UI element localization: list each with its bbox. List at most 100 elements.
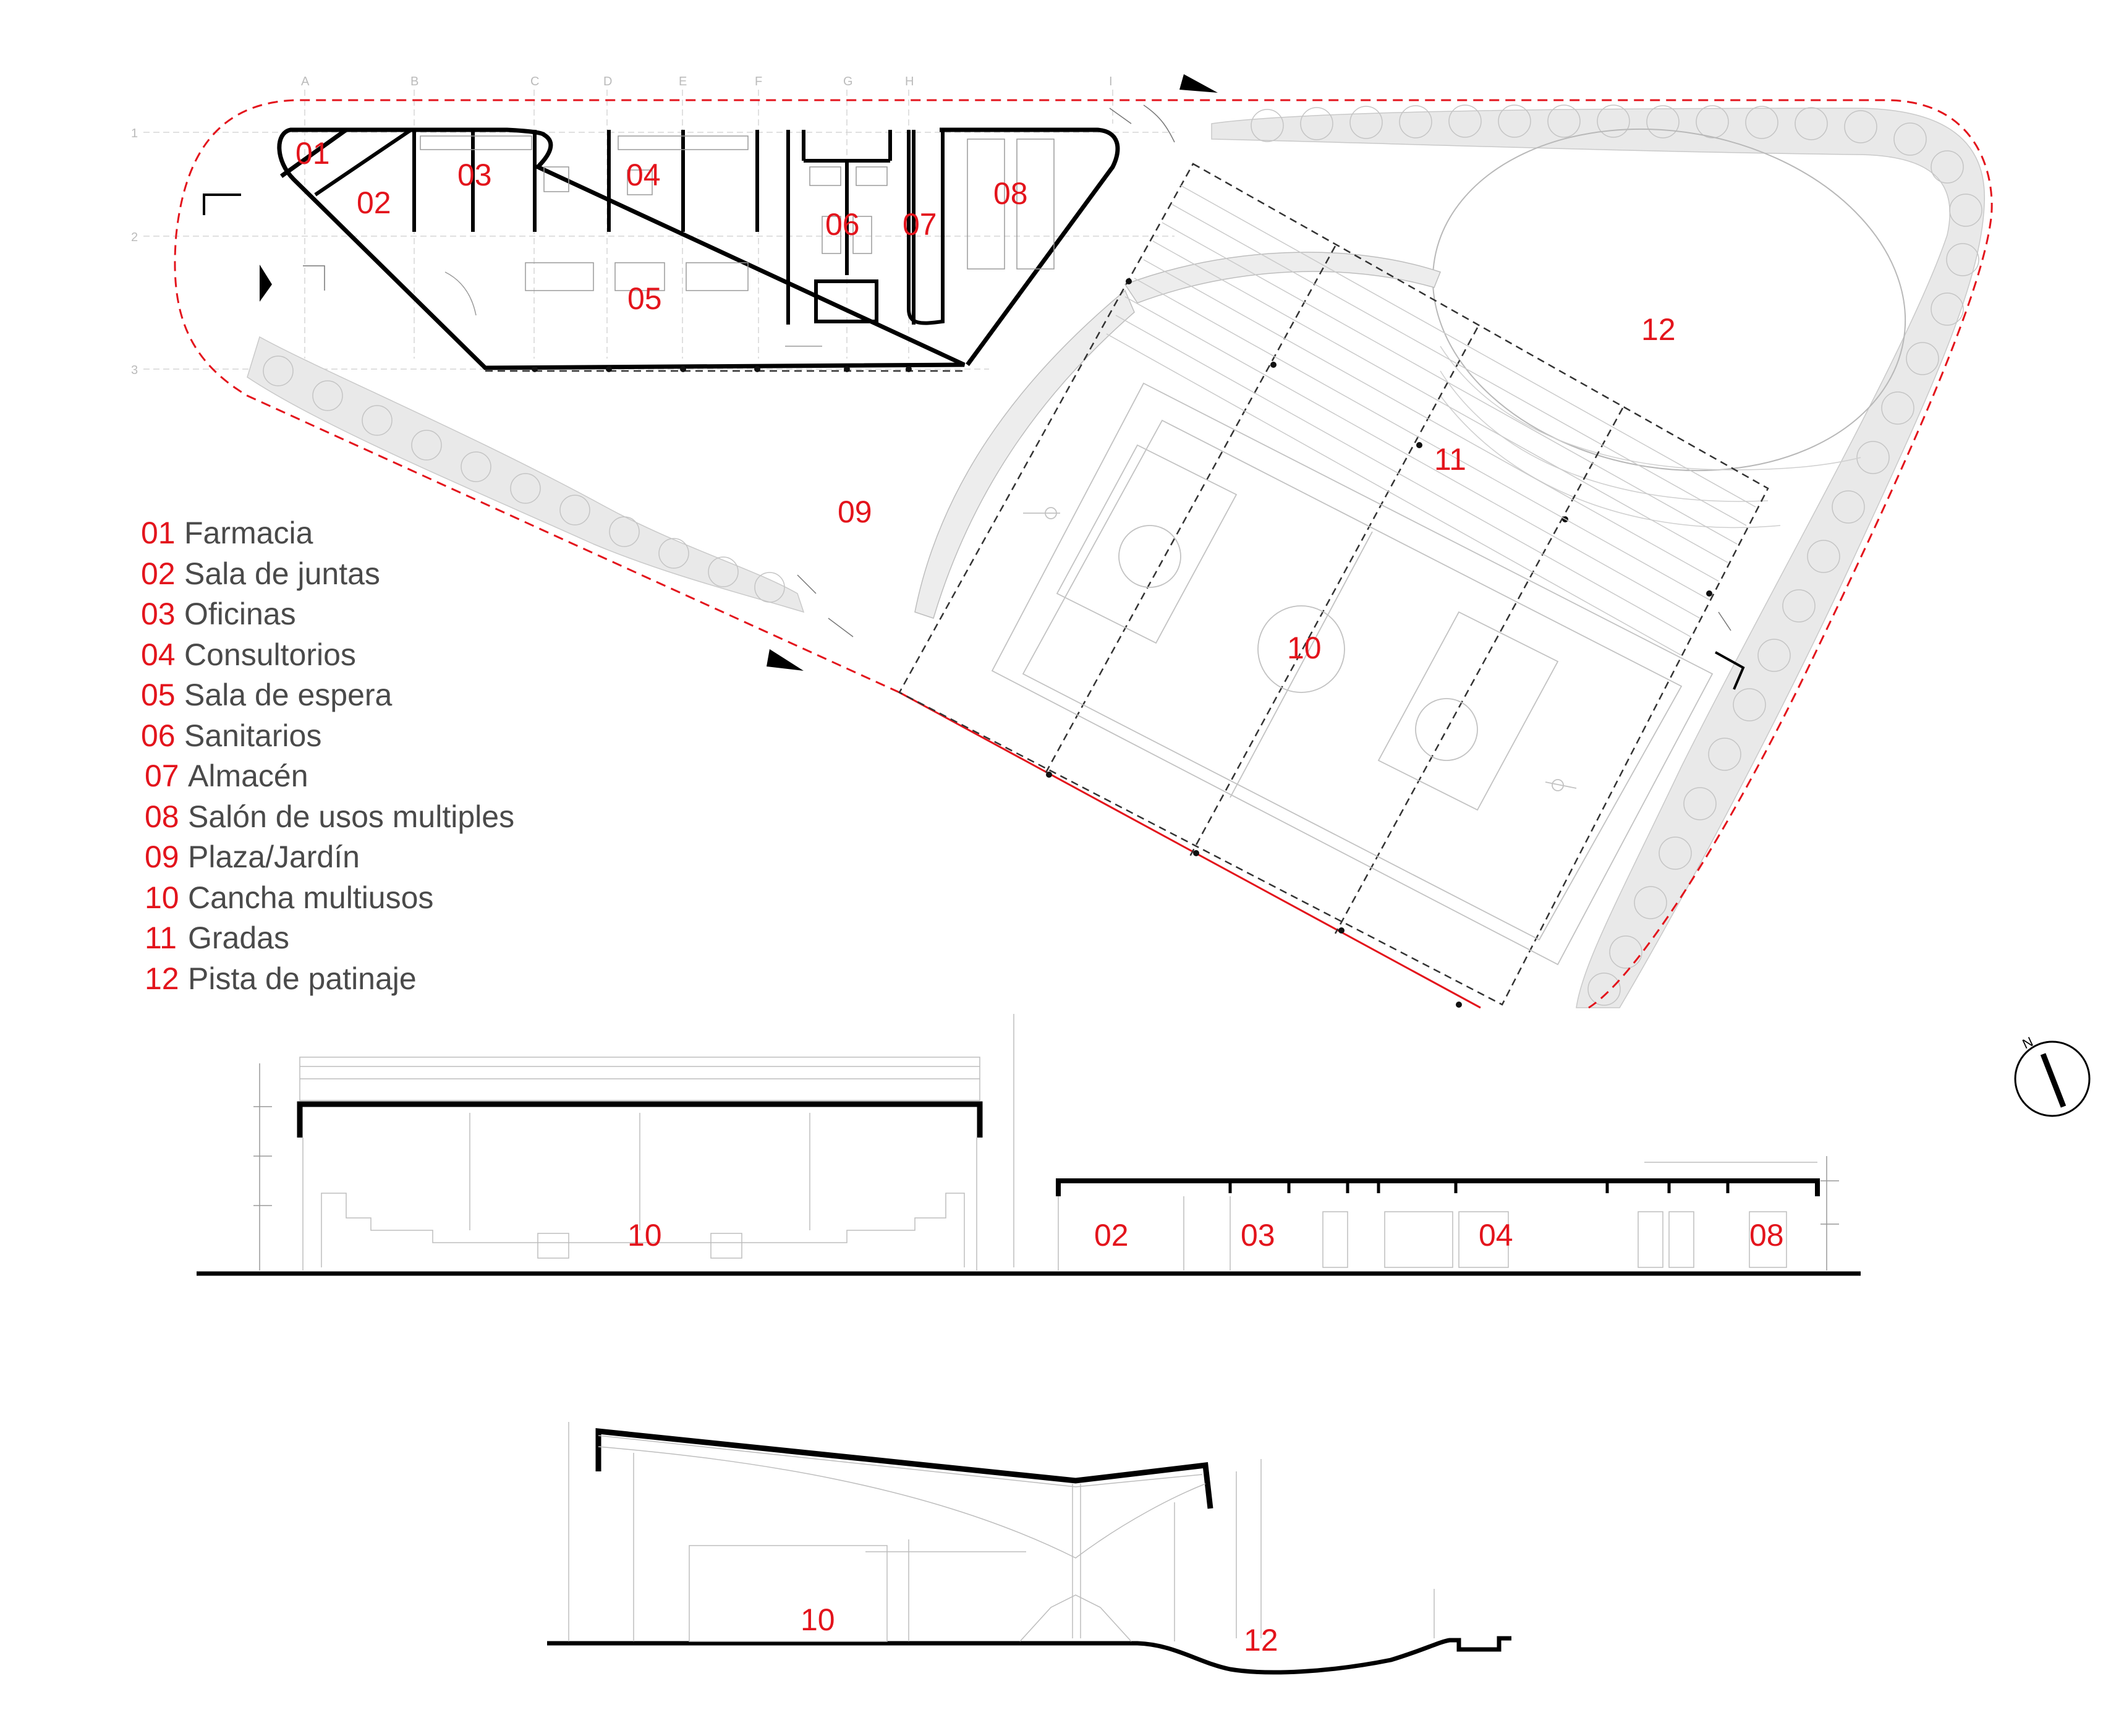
legend-text: Pista de patinaje bbox=[188, 961, 417, 996]
legend-text: Salón de usos multiples bbox=[188, 799, 515, 834]
zone-label: 12 bbox=[1641, 312, 1676, 347]
grid-letter: G bbox=[843, 75, 853, 88]
office-roof bbox=[1056, 1178, 1820, 1196]
legend-text: Gradas bbox=[188, 921, 289, 955]
legend-text: Consultorios bbox=[184, 637, 356, 672]
legend-number: 02 bbox=[141, 556, 176, 591]
grandstand-steps bbox=[1106, 185, 1756, 656]
legend-text: Cancha multiusos bbox=[188, 880, 434, 915]
court-roof-outline bbox=[898, 163, 1769, 1006]
legend-number: 12 bbox=[145, 961, 179, 996]
tree-belts bbox=[247, 108, 1985, 1008]
section-zone-label: 12 bbox=[1244, 1623, 1278, 1657]
legend-item: 10 Cancha multiusos bbox=[141, 878, 514, 919]
building-wall-east bbox=[940, 127, 1120, 367]
legend-number: 07 bbox=[145, 759, 179, 793]
zone-label: 02 bbox=[357, 185, 391, 220]
legend-number: 01 bbox=[141, 516, 176, 550]
zone-label: 10 bbox=[1287, 631, 1322, 665]
entrance-arrow-icon bbox=[1179, 74, 1218, 93]
section-zone-label: 10 bbox=[801, 1602, 835, 1637]
grid-letter: I bbox=[1109, 75, 1113, 88]
zone-label: 05 bbox=[627, 281, 662, 316]
grid-letter: H bbox=[905, 75, 914, 88]
section-zone-label: 10 bbox=[627, 1218, 662, 1253]
site-boundary-solid bbox=[899, 691, 1481, 1009]
zone-label: 01 bbox=[295, 136, 330, 171]
section-zone-label: 04 bbox=[1479, 1218, 1513, 1253]
legend-text: Almacén bbox=[188, 759, 308, 793]
zone-label: 11 bbox=[1434, 442, 1466, 477]
legend-item: 12 Pista de patinaje bbox=[141, 959, 514, 1000]
legend-number: 09 bbox=[145, 840, 179, 874]
grid-number: 2 bbox=[131, 231, 138, 244]
structure-points bbox=[1046, 278, 1712, 1008]
section-cut-marks bbox=[203, 194, 1745, 690]
skating-rink-rings bbox=[1440, 346, 1861, 529]
legend-number: 06 bbox=[141, 718, 176, 753]
legend-item: 08 Salón de usos multiples bbox=[141, 797, 514, 838]
plan-zone-labels: 01 02 03 04 05 06 07 08 09 10 11 12 bbox=[295, 136, 1676, 665]
roof-structure-lines bbox=[1043, 245, 1624, 934]
grid-number: 3 bbox=[131, 364, 138, 377]
legend-item: 11 Gradas bbox=[141, 918, 514, 959]
legend-number: 11 bbox=[145, 921, 177, 955]
building-outline bbox=[277, 127, 966, 370]
legend-number: 04 bbox=[141, 637, 176, 672]
grid-letter: B bbox=[410, 75, 418, 88]
tree-circles bbox=[263, 104, 1982, 1006]
legend-item: 07 Almacén bbox=[141, 756, 514, 797]
section-b: 10 12 bbox=[547, 1422, 1511, 1675]
entrance-arrow-icon bbox=[767, 649, 804, 671]
section-b-ground bbox=[547, 1636, 1511, 1675]
legend-number: 05 bbox=[141, 678, 176, 712]
zone-label: 08 bbox=[993, 176, 1028, 211]
section-zone-label: 08 bbox=[1749, 1218, 1784, 1253]
zone-label: 09 bbox=[838, 495, 872, 529]
compass-icon bbox=[2014, 1040, 2091, 1117]
entrance-markers bbox=[260, 74, 1218, 671]
grid-axis-letters: A B C D E F G H I 1 2 3 bbox=[131, 75, 1113, 377]
legend-text: Sala de juntas bbox=[184, 556, 380, 591]
legend-text: Farmacia bbox=[184, 516, 313, 550]
section-a-labels: 10 02 03 04 08 bbox=[627, 1218, 1784, 1253]
zone-label: 06 bbox=[825, 207, 860, 242]
court-hall-roof bbox=[297, 1101, 983, 1138]
legend-number: 10 bbox=[145, 880, 179, 915]
furniture bbox=[420, 135, 1055, 347]
legend-text: Plaza/Jardín bbox=[188, 840, 360, 874]
grid-letter: D bbox=[603, 75, 612, 88]
legend-text: Sanitarios bbox=[184, 718, 322, 753]
north-arrow: N bbox=[2014, 1034, 2091, 1117]
grid-letter: C bbox=[530, 75, 539, 88]
legend-number: 08 bbox=[145, 799, 179, 834]
zone-label: 03 bbox=[457, 158, 492, 192]
section-b-roof bbox=[595, 1428, 1213, 1509]
legend-number: 03 bbox=[141, 597, 176, 631]
entrance-arrow-icon bbox=[260, 265, 272, 302]
site-boundary bbox=[174, 99, 1993, 1009]
building-plan bbox=[277, 104, 1731, 637]
zone-label: 07 bbox=[903, 207, 937, 242]
site-plan: A B C D E F G H I 1 2 3 bbox=[131, 74, 1993, 1009]
legend-item: 09 Plaza/Jardín bbox=[141, 837, 514, 878]
building-wall-west bbox=[279, 128, 348, 178]
dimension-ticks bbox=[253, 1063, 1839, 1270]
section-a: 10 02 03 04 08 bbox=[197, 1014, 1861, 1276]
legend-text: Oficinas bbox=[184, 597, 296, 631]
legend-text: Sala de espera bbox=[184, 678, 393, 712]
grid-letter: A bbox=[301, 75, 310, 88]
section-b-labels: 10 12 bbox=[801, 1602, 1278, 1657]
court-canopy-arc-top bbox=[1124, 252, 1441, 304]
grid-letter: E bbox=[679, 75, 687, 88]
section-zone-label: 02 bbox=[1094, 1218, 1129, 1253]
section-zone-label: 03 bbox=[1241, 1218, 1275, 1253]
